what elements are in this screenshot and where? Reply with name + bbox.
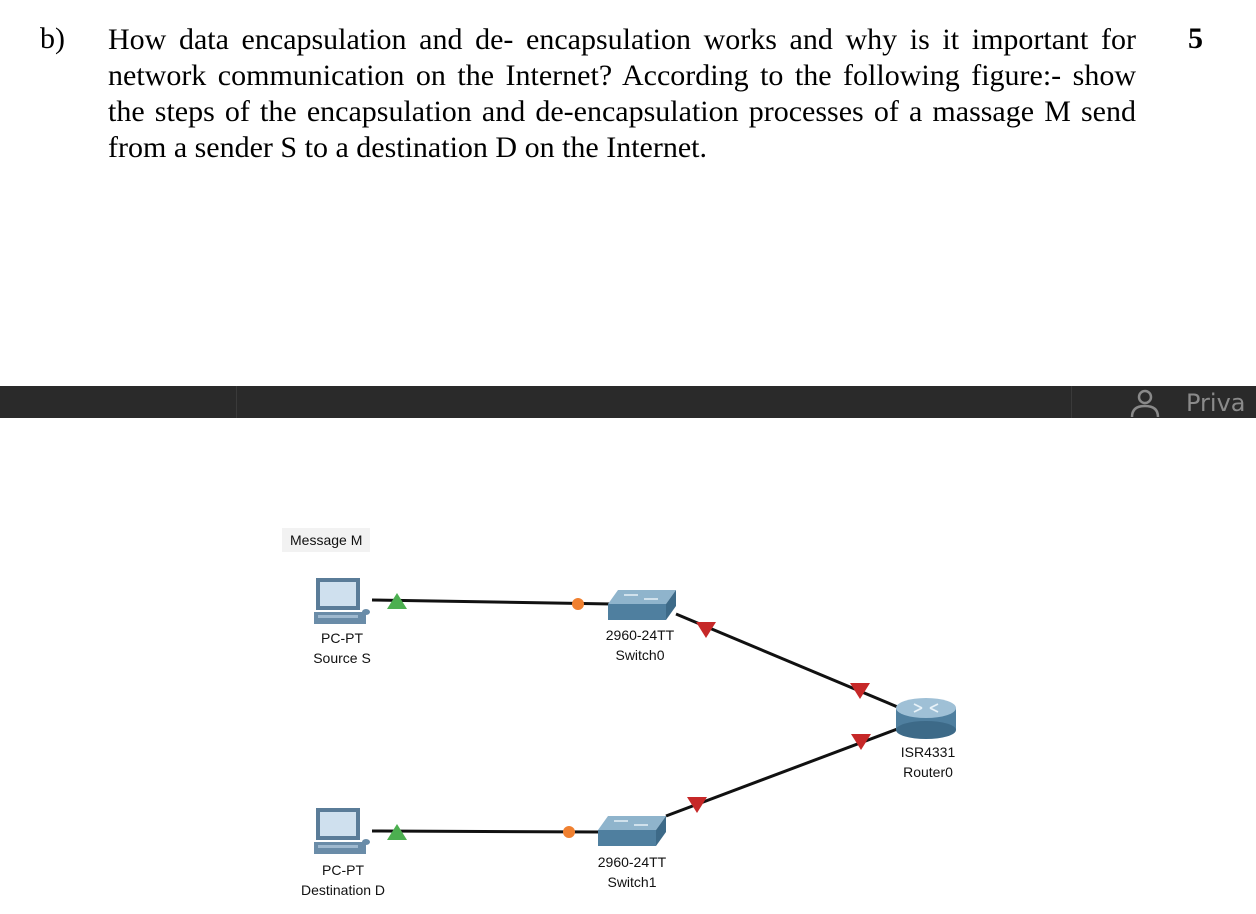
router-icon[interactable] <box>896 698 956 739</box>
device-type: PC-PT <box>321 630 363 646</box>
source-device-label: PC-PT Source S <box>298 628 386 668</box>
question-block: b) How data encapsulation and de- encaps… <box>0 0 1256 200</box>
browser-bar: Priva <box>0 386 1256 418</box>
question-label: b) <box>40 22 65 55</box>
device-name: Switch1 <box>607 874 657 890</box>
link-orange-dot <box>563 826 575 838</box>
bar-segment <box>0 386 237 418</box>
switch1-label: 2960-24TT Switch1 <box>588 852 676 892</box>
switch-icon[interactable] <box>608 590 676 620</box>
link-down-triangle <box>851 734 871 750</box>
link-down-triangle <box>850 683 870 699</box>
link-down-triangle <box>696 622 716 638</box>
device-name: Router0 <box>903 764 953 780</box>
device-name: Source S <box>313 650 371 666</box>
pc-icon[interactable] <box>314 578 370 624</box>
switch-icon[interactable] <box>598 816 666 846</box>
device-type: ISR4331 <box>900 744 956 760</box>
destination-device-label: PC-PT Destination D <box>284 860 402 900</box>
cable-source-switch0 <box>371 598 613 606</box>
question-marks: 5 <box>1188 22 1203 55</box>
pc-icon[interactable] <box>314 808 370 854</box>
private-label[interactable]: Priva <box>1186 389 1246 417</box>
device-type: 2960-24TT <box>605 627 675 643</box>
bar-segment <box>237 386 1072 418</box>
user-icon[interactable] <box>1126 389 1164 417</box>
link-up-triangle <box>387 593 407 609</box>
network-diagram <box>314 578 956 854</box>
link-up-triangle <box>387 824 407 840</box>
message-label: Message M <box>282 528 371 552</box>
switch0-label: 2960-24TT Switch0 <box>596 625 684 665</box>
link-orange-dot <box>572 598 584 610</box>
router0-label: ISR4331 Router0 <box>884 742 972 782</box>
device-type: PC-PT <box>322 862 364 878</box>
link-down-triangle <box>687 797 707 813</box>
device-name: Destination D <box>300 882 386 898</box>
device-name: Switch0 <box>615 647 665 663</box>
device-type: 2960-24TT <box>597 854 667 870</box>
question-text: How data encapsulation and de- encapsula… <box>108 23 1136 164</box>
